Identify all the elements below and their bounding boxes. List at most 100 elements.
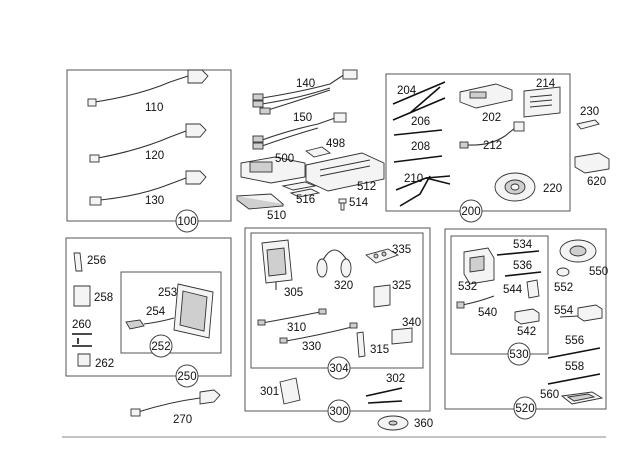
- tweeter-552: [556, 267, 570, 277]
- group-100-frame: [66, 69, 232, 222]
- box-542: [514, 308, 540, 325]
- label-254: 254: [146, 306, 166, 318]
- label-110: 110: [145, 102, 163, 114]
- cable-110: [87, 69, 209, 107]
- wire-set-210: [395, 175, 451, 207]
- label-253: 253: [158, 287, 177, 299]
- stick-256: [73, 252, 83, 272]
- label-340: 340: [402, 317, 421, 329]
- label-550: 550: [589, 266, 608, 278]
- display-253: [173, 283, 214, 339]
- label-212: 212: [483, 140, 502, 152]
- group-300-number: 300: [329, 406, 348, 418]
- tray-560: [560, 391, 604, 405]
- plate-510: [235, 193, 285, 210]
- label-514: 514: [349, 197, 369, 209]
- label-554: 554: [554, 305, 574, 317]
- unit-512: [305, 152, 385, 192]
- group-252-frame: [120, 271, 222, 354]
- label-210: 210: [404, 173, 423, 185]
- sheet-258: [73, 285, 91, 307]
- harness-140: [252, 69, 358, 115]
- group-304-badge: [327, 356, 351, 380]
- bracket-516: [281, 181, 321, 198]
- label-270: 270: [173, 414, 192, 426]
- label-558: 558: [565, 361, 584, 373]
- label-140: 140: [296, 78, 315, 90]
- label-510: 510: [267, 210, 286, 222]
- group-252-number: 252: [151, 341, 170, 353]
- label-540: 540: [478, 307, 497, 319]
- harness-150: [252, 112, 347, 150]
- label-620: 620: [587, 176, 606, 188]
- cable-270: [130, 389, 221, 417]
- module-498: [304, 146, 332, 158]
- cable-120: [89, 123, 207, 163]
- label-512: 512: [357, 181, 376, 193]
- module-554: [559, 304, 603, 322]
- label-130: 130: [145, 195, 164, 207]
- label-220: 220: [543, 183, 562, 195]
- group-520: 534 536 532 544 540 542 530 550: [444, 228, 608, 420]
- module-532: [463, 247, 495, 285]
- headphones-320: [316, 249, 352, 278]
- group-530-number: 530: [509, 349, 528, 361]
- label-230: 230: [580, 106, 599, 118]
- label-305: 305: [284, 287, 303, 299]
- group-300: 305 320 335 325 310 330: [244, 227, 431, 423]
- stick-315: [356, 331, 366, 358]
- label-498: 498: [326, 138, 345, 150]
- wire-558: [547, 373, 601, 385]
- wire-206: [393, 129, 443, 136]
- speaker-220: [494, 172, 536, 202]
- panel-325: [373, 284, 391, 308]
- group-200-number: 200: [461, 206, 480, 218]
- cable-212: [459, 121, 525, 149]
- label-532: 532: [458, 281, 477, 293]
- label-301: 301: [260, 386, 279, 398]
- connector-254: [125, 317, 175, 330]
- label-206: 206: [411, 116, 430, 128]
- monitor-305: [261, 239, 293, 290]
- label-330: 330: [302, 341, 321, 353]
- label-202: 202: [482, 112, 501, 124]
- label-335: 335: [392, 244, 411, 256]
- group-200: 204 206 208 210 202 214 212: [385, 73, 571, 223]
- cable-130: [89, 170, 207, 206]
- group-252-badge: [149, 334, 173, 358]
- group-530-frame: [450, 235, 549, 355]
- stick-230: [576, 119, 600, 130]
- label-310: 310: [287, 322, 306, 334]
- label-258: 258: [94, 292, 113, 304]
- speaker-550: [559, 239, 597, 263]
- cable-540: [456, 295, 495, 309]
- group-200-badge: [459, 199, 483, 223]
- cable-330: [279, 322, 358, 344]
- cable-310: [257, 308, 327, 326]
- box-620: [574, 152, 610, 174]
- group-520-badge: [513, 396, 537, 420]
- card-262: [77, 353, 91, 367]
- remote-335: [365, 248, 400, 264]
- wire-set-204: [392, 81, 446, 121]
- wire-556: [547, 347, 601, 359]
- label-204: 204: [397, 85, 417, 97]
- group-100-badge: [175, 209, 199, 233]
- label-556: 556: [565, 335, 584, 347]
- label-325: 325: [392, 280, 411, 292]
- group-100-number: 100: [177, 216, 196, 228]
- group-530-badge: [507, 342, 531, 366]
- label-208: 208: [411, 141, 430, 153]
- label-315: 315: [370, 344, 389, 356]
- label-150: 150: [293, 112, 312, 124]
- group-250-number: 250: [177, 371, 196, 383]
- group-250-badge: [175, 364, 199, 388]
- label-120: 120: [145, 150, 164, 162]
- manual-214: [523, 86, 561, 118]
- label-214: 214: [536, 78, 556, 90]
- module-301: [279, 377, 301, 405]
- label-552: 552: [554, 282, 573, 294]
- unit-500: [240, 156, 306, 184]
- label-560: 560: [540, 389, 559, 401]
